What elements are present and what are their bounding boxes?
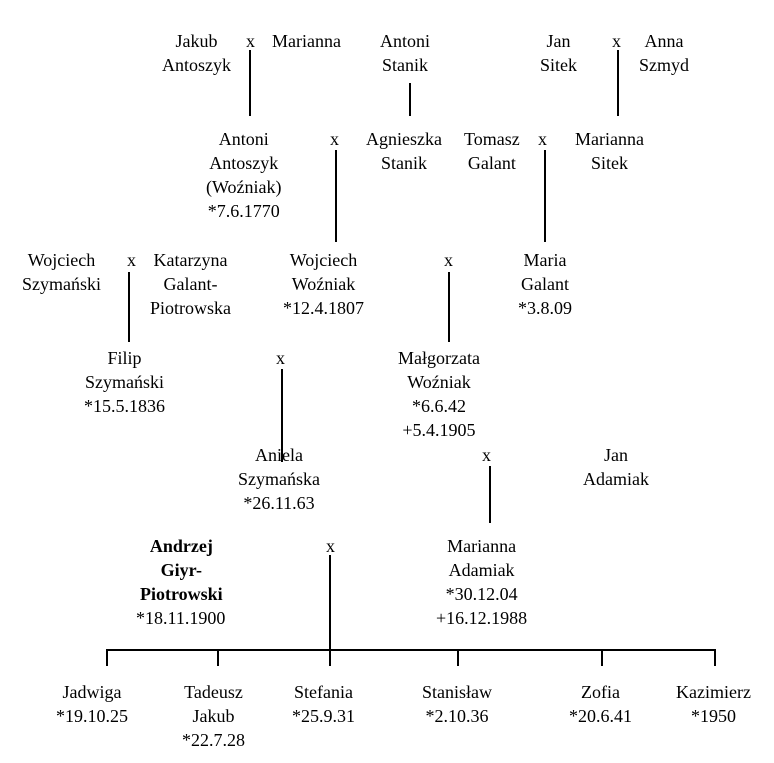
child-zofia: Zofia *20.6.41	[569, 682, 632, 726]
person-maria-galant: Maria Galant *3.8.09	[518, 250, 572, 318]
child-tick	[601, 649, 603, 666]
person-antoni-antoszyk: Antoni Antoszyk (Woźniak) *7.6.1770	[206, 129, 282, 221]
child-tick	[217, 649, 219, 666]
descent-line	[409, 83, 411, 116]
child-tadeusz-jakub: Tadeusz Jakub *22.7.28	[182, 682, 245, 750]
person-marianna-sitek: Marianna Sitek	[575, 129, 644, 173]
person-jakub-antoszyk: Jakub Antoszyk	[162, 31, 231, 75]
marriage-mark: x	[444, 250, 453, 270]
person-andrzej-birth: *18.11.1900	[136, 608, 226, 628]
marriage-mark: x	[612, 31, 621, 51]
descent-line	[489, 466, 491, 523]
marriage-mark: x	[482, 445, 491, 465]
person-andrzej-giyr-piotrowski: Andrzej Giyr- Piotrowski	[140, 536, 223, 604]
children-bracket	[106, 649, 716, 651]
descent-line	[544, 150, 546, 242]
child-stanislaw: Stanisław *2.10.36	[422, 682, 492, 726]
person-katarzyna-galant-piotrowska: Katarzyna Galant- Piotrowska	[150, 250, 231, 318]
child-tick	[106, 649, 108, 666]
person-marianna: Marianna	[272, 31, 341, 51]
marriage-mark: x	[246, 31, 255, 51]
marriage-mark: x	[276, 348, 285, 368]
descent-line	[128, 272, 130, 342]
descent-line	[617, 50, 619, 116]
descent-line	[335, 150, 337, 242]
person-antoni-stanik: Antoni Stanik	[380, 31, 431, 75]
person-filip-szymanski: Filip Szymański *15.5.1836	[84, 348, 165, 416]
child-kazimierz: Kazimierz *1950	[676, 682, 751, 726]
person-jan-sitek: Jan Sitek	[540, 31, 578, 75]
marriage-mark: x	[127, 250, 136, 270]
marriage-mark: x	[326, 536, 335, 556]
descent-line	[249, 50, 251, 116]
descent-line	[329, 555, 331, 651]
person-wojciech-wozniak: Wojciech Woźniak *12.4.1807	[283, 250, 364, 318]
child-jadwiga: Jadwiga *19.10.25	[56, 682, 128, 726]
child-stefania: Stefania *25.9.31	[292, 682, 355, 726]
person-malgorzata-wozniak: Małgorzata Woźniak *6.6.42 +5.4.1905	[398, 348, 480, 440]
person-marianna-adamiak: Marianna Adamiak *30.12.04 +16.12.1988	[436, 536, 528, 628]
person-aniela-szymanska: Aniela Szymańska *26.11.63	[238, 445, 320, 513]
descent-line	[448, 272, 450, 342]
person-jan-adamiak: Jan Adamiak	[583, 445, 649, 489]
person-tomasz-galant: Tomasz Galant	[464, 129, 520, 173]
person-anna-szmyd: Anna Szmyd	[639, 31, 690, 75]
child-tick	[714, 649, 716, 666]
descent-line	[281, 369, 283, 462]
child-tick	[329, 649, 331, 666]
child-tick	[457, 649, 459, 666]
marriage-mark: x	[538, 129, 547, 149]
person-wojciech-szymanski: Wojciech Szymański	[22, 250, 101, 294]
person-agnieszka-stanik: Agnieszka Stanik	[366, 129, 442, 173]
marriage-mark: x	[330, 129, 339, 149]
